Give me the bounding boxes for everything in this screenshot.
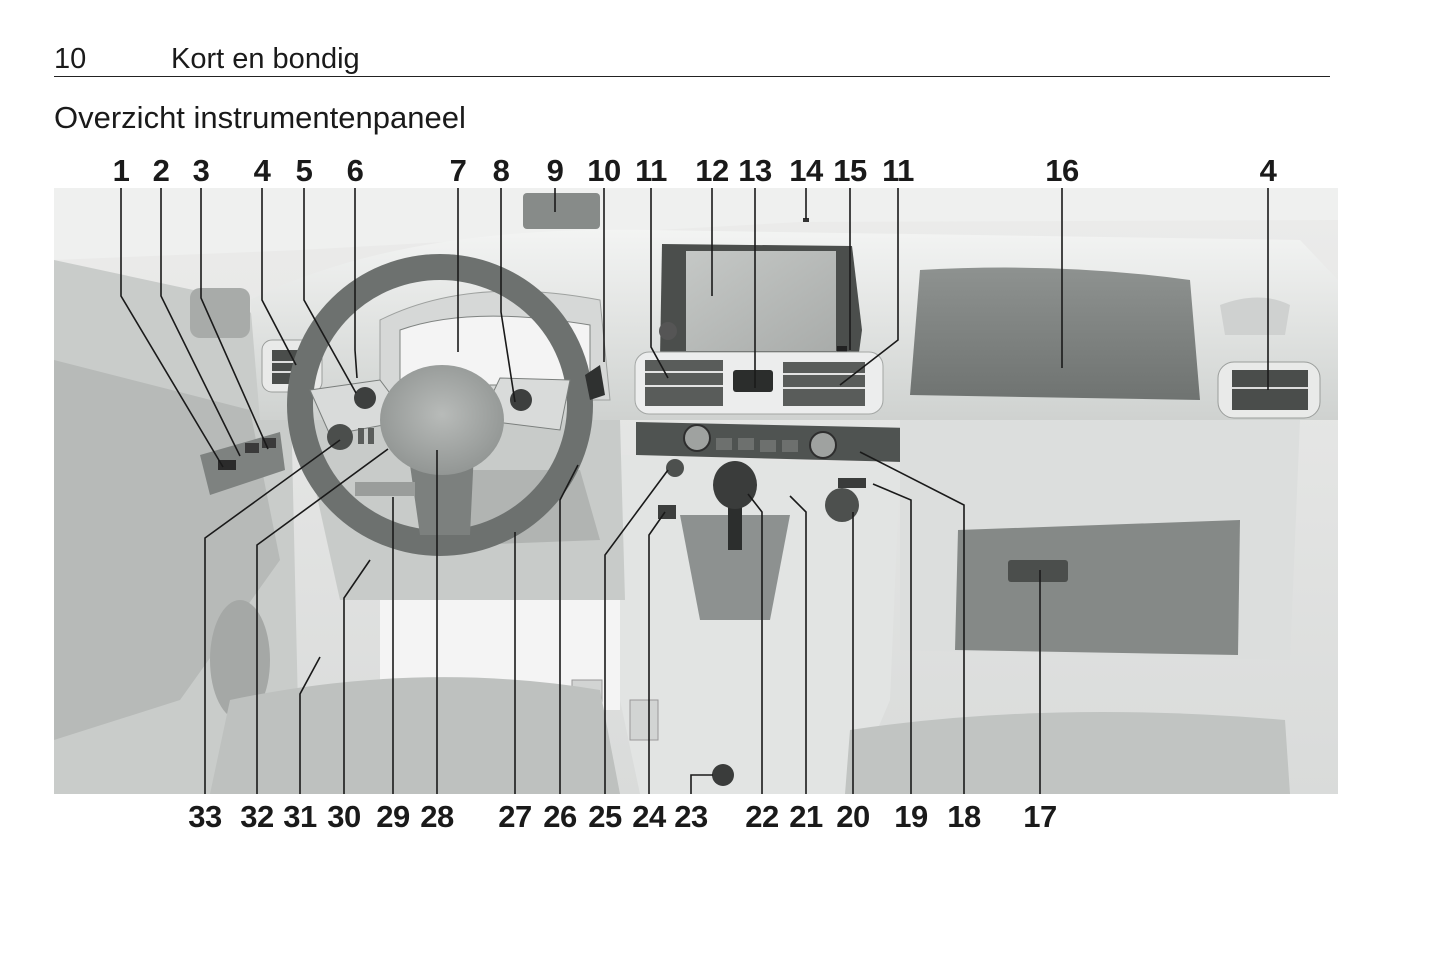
callout-27: 27 xyxy=(498,799,532,834)
callout-13: 13 xyxy=(738,153,772,188)
callout-7: 7 xyxy=(449,153,467,188)
page-number: 10 xyxy=(54,43,87,75)
callout-25: 25 xyxy=(588,799,622,834)
callout-26: 26 xyxy=(543,799,577,834)
page-header: 10 Kort en bondig xyxy=(54,40,1330,77)
callout-19: 19 xyxy=(894,799,928,834)
section-title: Overzicht instrumentenpaneel xyxy=(54,100,466,135)
chapter-title: Kort en bondig xyxy=(171,43,360,75)
callout-4-left: 4 xyxy=(253,153,271,188)
callout-5: 5 xyxy=(295,153,313,188)
callout-2: 2 xyxy=(152,153,170,188)
callout-24: 24 xyxy=(632,799,666,834)
callout-16: 16 xyxy=(1045,153,1079,188)
callout-32: 32 xyxy=(240,799,274,834)
callout-15: 15 xyxy=(833,153,867,188)
callout-10: 10 xyxy=(587,153,621,188)
callout-20: 20 xyxy=(836,799,870,834)
callout-9: 9 xyxy=(546,153,564,188)
callout-11-right: 11 xyxy=(882,153,914,188)
leader-lines xyxy=(120,188,1269,794)
callout-8: 8 xyxy=(492,153,510,188)
callout-4-right: 4 xyxy=(1259,153,1277,188)
callout-18: 18 xyxy=(947,799,981,834)
callout-14: 14 xyxy=(789,153,823,188)
callout-33: 33 xyxy=(188,799,222,834)
callout-31: 31 xyxy=(283,799,317,834)
callout-6: 6 xyxy=(346,153,364,188)
callout-12: 12 xyxy=(695,153,729,188)
callout-29: 29 xyxy=(376,799,410,834)
callout-11-left: 11 xyxy=(635,153,667,188)
callout-22: 22 xyxy=(745,799,779,834)
callout-28: 28 xyxy=(420,799,454,834)
callout-23: 23 xyxy=(674,799,708,834)
callout-1: 1 xyxy=(112,153,130,188)
callout-3: 3 xyxy=(192,153,210,188)
illustration-body xyxy=(54,188,1338,794)
callout-30: 30 xyxy=(327,799,361,834)
callout-17: 17 xyxy=(1023,799,1057,834)
callout-21: 21 xyxy=(789,799,823,834)
